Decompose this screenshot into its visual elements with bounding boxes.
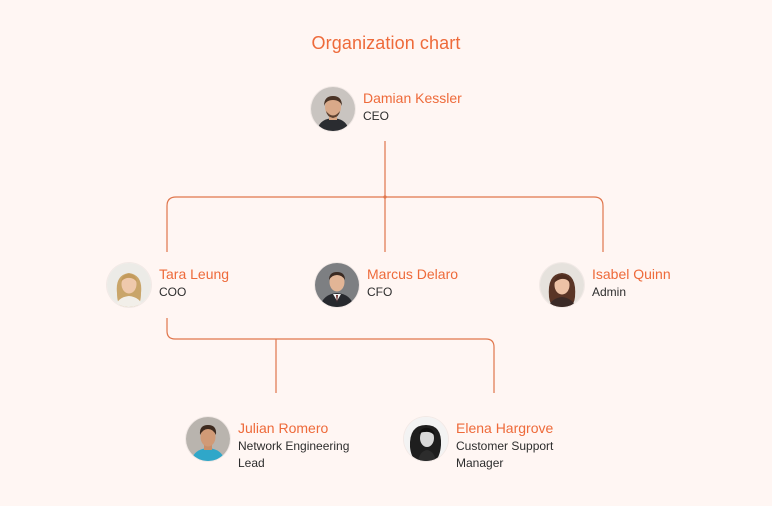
name-network-lead: Julian Romero	[238, 420, 329, 436]
role-support-manager: Customer Support Manager	[456, 439, 554, 470]
node-support-manager[interactable]: Elena Hargrove Customer Support Manager	[404, 417, 576, 472]
role-admin: Admin	[592, 285, 627, 299]
node-ceo[interactable]: Damian Kessler CEO	[311, 87, 462, 131]
name-cfo: Marcus Delaro	[367, 266, 459, 282]
role-ceo: CEO	[363, 109, 390, 123]
role-network-lead: Network Engineering Lead	[238, 439, 350, 470]
node-admin[interactable]: Isabel Quinn Admin	[540, 263, 671, 307]
connector-junction	[383, 195, 387, 199]
name-ceo: Damian Kessler	[363, 90, 462, 106]
name-support-manager: Elena Hargrove	[456, 420, 554, 436]
node-network-lead[interactable]: Julian Romero Network Engineering Lead	[186, 417, 363, 472]
avatar-coo	[107, 263, 151, 307]
avatar-support-manager	[404, 417, 448, 461]
avatar-ceo	[311, 87, 355, 131]
role-cfo: CFO	[367, 285, 393, 299]
name-coo: Tara Leung	[159, 266, 230, 282]
name-admin: Isabel Quinn	[592, 266, 671, 282]
node-coo[interactable]: Tara Leung COO	[107, 263, 229, 307]
chart-title: Organization chart	[311, 33, 461, 53]
role-coo: COO	[159, 285, 187, 299]
avatar-admin	[540, 263, 584, 307]
node-cfo[interactable]: Marcus Delaro CFO	[315, 263, 458, 307]
connector-coo-bar	[166, 318, 495, 393]
avatar-network-lead	[186, 417, 230, 461]
avatar-cfo	[315, 263, 359, 307]
